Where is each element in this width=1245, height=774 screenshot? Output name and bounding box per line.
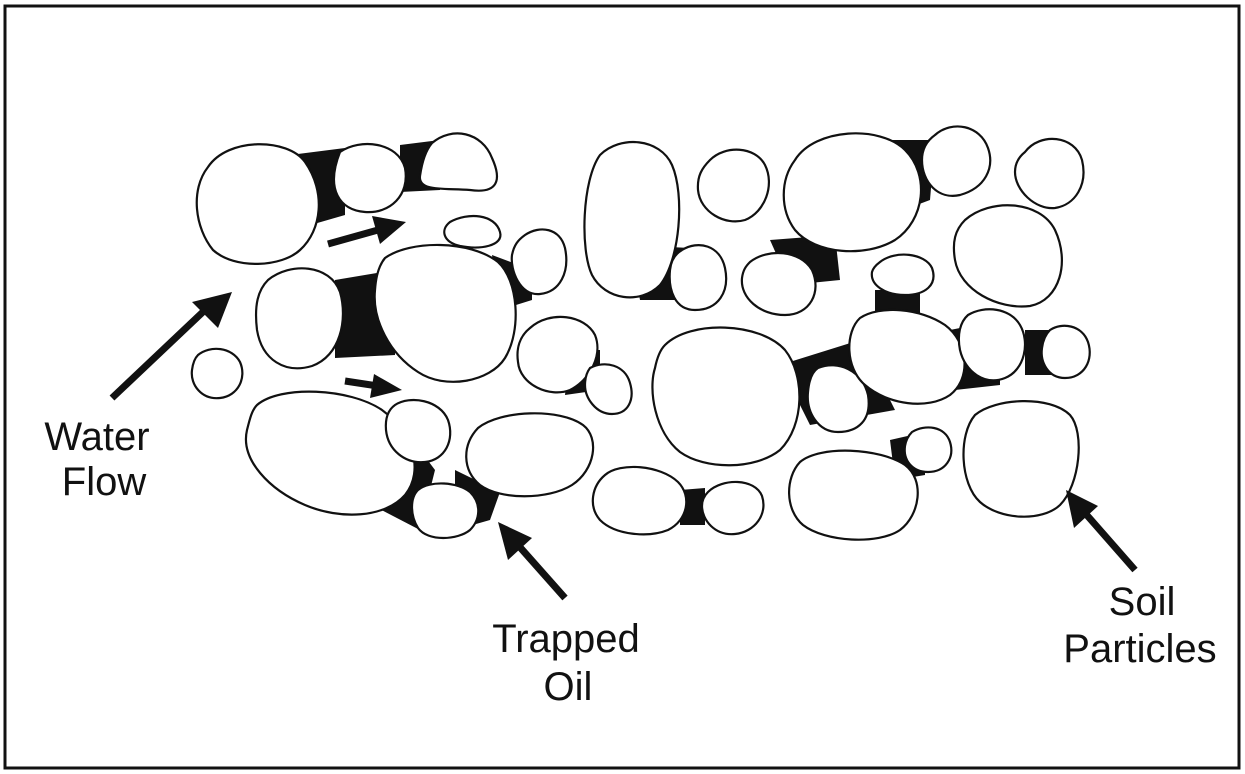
- soil-particle: [375, 245, 516, 382]
- trapped-oil-label-line-2: Oil: [544, 665, 593, 709]
- soil-particle: [197, 144, 319, 264]
- soil-particle: [959, 309, 1025, 380]
- soil-particle: [954, 205, 1062, 306]
- soil-particle: [702, 482, 763, 534]
- soil-particles-label-line-1: Soil: [1109, 580, 1176, 624]
- soil-particle: [784, 133, 921, 251]
- water-flow-label: Water Flow: [44, 415, 149, 504]
- soil-particle: [512, 229, 567, 294]
- soil-particle: [334, 144, 406, 212]
- soil-particles-label: Soil Particles: [1063, 580, 1216, 671]
- soil-particle: [1042, 326, 1090, 378]
- soil-particle: [670, 245, 726, 310]
- soil-particle: [256, 268, 343, 368]
- soil-particle: [742, 253, 816, 315]
- soil-particle: [905, 427, 952, 472]
- soil-particle: [698, 150, 769, 222]
- trapped-oil-pointer-shaft: [518, 545, 565, 598]
- soil-particles-label-line-2: Particles: [1063, 627, 1216, 671]
- soil-particle: [466, 413, 593, 496]
- water-flow-label-line-1: Water: [44, 415, 149, 459]
- soil-particle: [1015, 139, 1083, 208]
- soil-particle: [964, 401, 1079, 517]
- soil-particle: [922, 126, 990, 195]
- water-flow-label-line-2: Flow: [62, 460, 147, 504]
- soil-particle: [412, 483, 478, 538]
- soil-particle: [652, 328, 799, 466]
- flow-arrow-shaft: [328, 230, 378, 244]
- soil-particles-pointer-shaft: [1085, 513, 1135, 570]
- soil-particle: [444, 216, 500, 247]
- soil-particle: [872, 255, 934, 295]
- soil-particle: [192, 349, 243, 398]
- soil-particle: [593, 467, 686, 534]
- trapped-oil-label: Trapped Oil: [492, 617, 640, 709]
- flow-arrow-head: [370, 374, 402, 398]
- water-flow-pointer-shaft: [112, 310, 205, 398]
- water-flow-pointer-head: [192, 292, 232, 328]
- soil-particle: [584, 142, 679, 297]
- soil-particle: [789, 451, 918, 540]
- soil-particle: [585, 364, 632, 414]
- trapped-oil-label-line-1: Trapped: [492, 617, 640, 661]
- flow-arrow-head: [372, 216, 406, 244]
